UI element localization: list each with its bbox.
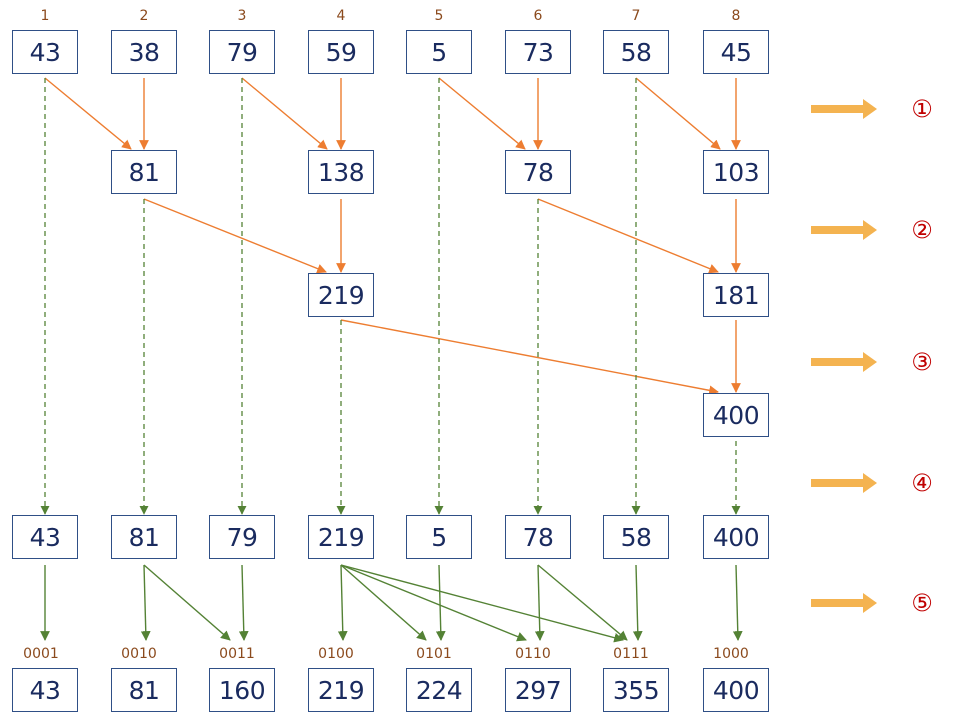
prefix-arrow xyxy=(632,564,643,641)
step-arrow-icon xyxy=(811,473,877,493)
sum-arrow xyxy=(340,319,719,396)
index-label: 1 xyxy=(40,8,50,24)
index-label: 5 xyxy=(434,8,444,24)
sum-arrow xyxy=(635,77,721,150)
tree-array-box: 400 xyxy=(703,515,769,559)
step-arrow-icon xyxy=(811,352,877,372)
sum-arrow xyxy=(44,77,132,150)
input-value-box: 58 xyxy=(603,30,669,74)
level2-sum-box: 219 xyxy=(308,273,374,317)
prefix-sum-box: 160 xyxy=(209,668,275,712)
step-number: ① xyxy=(911,95,933,123)
binary-index-label: 0110 xyxy=(515,646,551,662)
tree-array-box: 5 xyxy=(406,515,472,559)
sum-arrow xyxy=(438,77,526,150)
index-label: 2 xyxy=(139,8,149,24)
prefix-arrow xyxy=(340,564,427,641)
prefix-sum-box: 400 xyxy=(703,668,769,712)
binary-index-label: 0111 xyxy=(613,646,649,662)
tree-array-box: 58 xyxy=(603,515,669,559)
sum-arrow xyxy=(241,77,328,150)
prefix-sum-box: 297 xyxy=(505,668,571,712)
input-value-box: 59 xyxy=(308,30,374,74)
step-number: ⑤ xyxy=(911,589,933,617)
level1-sum-box: 103 xyxy=(703,150,769,194)
level1-sum-box: 138 xyxy=(308,150,374,194)
prefix-arrow xyxy=(534,564,545,641)
prefix-sum-box: 355 xyxy=(603,668,669,712)
input-value-box: 43 xyxy=(12,30,78,74)
binary-index-label: 1000 xyxy=(713,646,749,662)
step-arrow-icon xyxy=(811,220,877,240)
tree-array-box: 81 xyxy=(111,515,177,559)
tree-array-box: 219 xyxy=(308,515,374,559)
binary-index-label: 0001 xyxy=(23,646,59,662)
prefix-sum-box: 224 xyxy=(406,668,472,712)
input-value-box: 79 xyxy=(209,30,275,74)
input-value-box: 73 xyxy=(505,30,571,74)
step-number: ④ xyxy=(911,469,933,497)
tree-array-box: 43 xyxy=(12,515,78,559)
step-number: ③ xyxy=(911,348,933,376)
level1-sum-box: 81 xyxy=(111,150,177,194)
step-arrow-icon xyxy=(811,593,877,613)
prefix-arrow xyxy=(143,564,231,641)
index-label: 8 xyxy=(731,8,741,24)
prefix-sum-box: 219 xyxy=(308,668,374,712)
step-arrow-icon xyxy=(811,99,877,119)
prefix-arrow xyxy=(238,564,249,641)
prefix-arrow xyxy=(337,564,348,641)
index-label: 3 xyxy=(237,8,247,24)
prefix-sum-box: 81 xyxy=(111,668,177,712)
level3-sum-box: 400 xyxy=(703,393,769,437)
step-number: ② xyxy=(911,216,933,244)
prefix-sum-box: 43 xyxy=(12,668,78,712)
binary-index-label: 0101 xyxy=(416,646,452,662)
binary-index-label: 0100 xyxy=(318,646,354,662)
index-label: 4 xyxy=(336,8,346,24)
sum-arrow xyxy=(143,198,327,274)
tree-array-box: 78 xyxy=(505,515,571,559)
prefix-arrow xyxy=(537,564,628,641)
binary-index-label: 0010 xyxy=(121,646,157,662)
binary-index-label: 0011 xyxy=(219,646,255,662)
index-label: 6 xyxy=(533,8,543,24)
prefix-arrow xyxy=(435,564,446,641)
prefix-arrow xyxy=(340,564,527,642)
input-value-box: 45 xyxy=(703,30,769,74)
input-value-box: 38 xyxy=(111,30,177,74)
level2-sum-box: 181 xyxy=(703,273,769,317)
tree-array-box: 79 xyxy=(209,515,275,559)
prefix-arrow xyxy=(340,564,624,643)
index-label: 7 xyxy=(631,8,641,24)
input-value-box: 5 xyxy=(406,30,472,74)
sum-arrow xyxy=(537,198,719,274)
prefix-arrow xyxy=(732,564,743,641)
level1-sum-box: 78 xyxy=(505,150,571,194)
prefix-arrow xyxy=(140,564,151,641)
